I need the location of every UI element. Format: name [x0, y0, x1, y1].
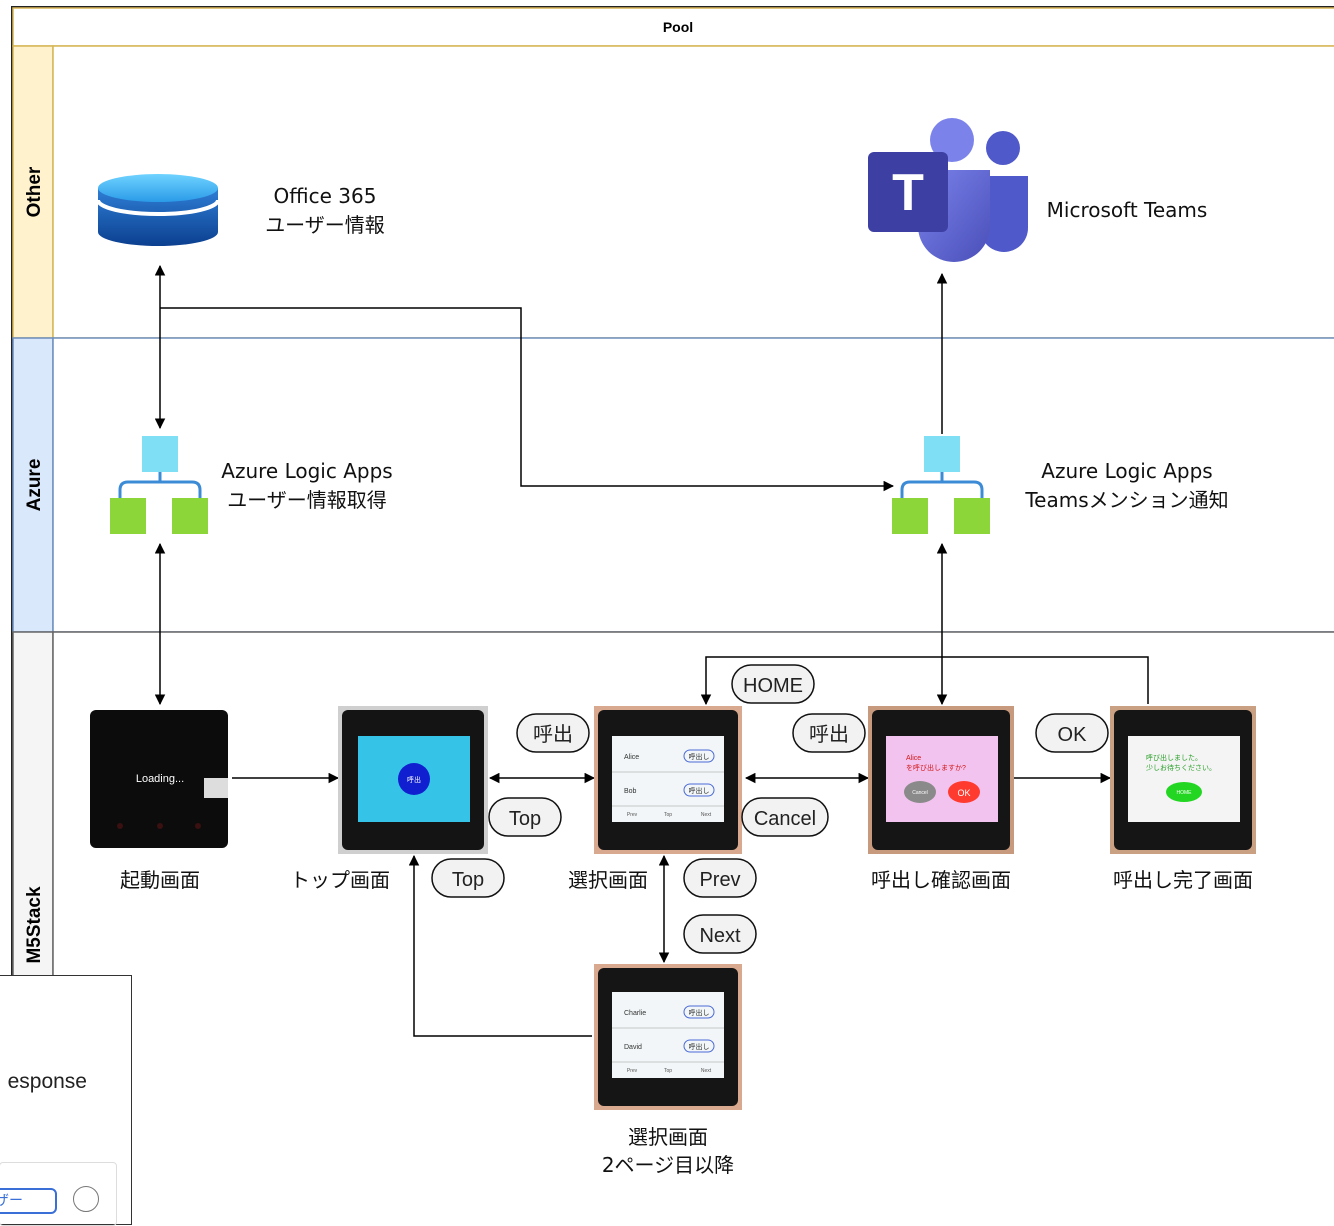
- pill-call-1-text: 呼出: [533, 723, 573, 746]
- done-screen-device: 呼び出しました。 少しお待ちください。 HOME: [1110, 706, 1256, 854]
- pill-top-1: Top: [488, 797, 562, 837]
- edge-done-home: [700, 656, 1149, 706]
- top-screen-device: 呼出: [338, 706, 488, 854]
- select-foot2: Top: [664, 812, 672, 818]
- office365-label-line1: Office 365: [274, 184, 377, 208]
- popup-action-button[interactable]: ザー: [0, 1188, 57, 1214]
- select2-foot3: Next: [701, 1068, 712, 1074]
- pill-ok-text: OK: [1058, 724, 1088, 746]
- edge-select2-top: [408, 854, 592, 1037]
- top-label: トップ画面: [290, 868, 390, 892]
- pill-cancel: Cancel: [741, 797, 829, 837]
- teams-label: Microsoft Teams: [1047, 198, 1208, 222]
- select2-row2: David: [624, 1044, 642, 1051]
- confirm-screen-device: Alice を呼び出しますか? Cancel OK: [868, 706, 1014, 854]
- pill-home: HOME: [731, 664, 815, 704]
- select-foot3: Next: [701, 812, 712, 818]
- logic-apps-get-icon: [110, 436, 208, 534]
- select-screen-device: Alice Bob 呼出し 呼出し Prev Top Next: [594, 706, 742, 854]
- info-icon[interactable]: [73, 1186, 99, 1212]
- popup-text: esponse: [7, 1070, 87, 1093]
- pill-home-text: HOME: [743, 675, 803, 697]
- pill-prev: Prev: [683, 858, 757, 898]
- select-row1-button: 呼出し: [689, 752, 710, 761]
- done-screen-line1: 呼び出しました。: [1146, 753, 1202, 762]
- select2-row1-button: 呼出し: [689, 1008, 710, 1017]
- select2-label-line2: 2ページ目以降: [602, 1153, 734, 1177]
- logic-notify-label-line2: Teamsメンション通知: [1024, 488, 1228, 512]
- lane-azure: Azure: [12, 337, 1334, 633]
- confirm-label: 呼出し確認画面: [871, 868, 1011, 892]
- select2-row1: Charlie: [624, 1010, 646, 1017]
- logic-get-label-line1: Azure Logic Apps: [221, 459, 392, 483]
- boot-label: 起動画面: [120, 868, 200, 892]
- lane-azure-label: Azure: [24, 459, 45, 512]
- lane-m5stack-label: M5Stack: [24, 886, 45, 964]
- pill-ok: OK: [1035, 713, 1109, 753]
- confirm-ok: OK: [957, 788, 970, 798]
- lane-other: Other: [12, 45, 1334, 339]
- teams-logo-letter: T: [892, 164, 924, 222]
- office365-database-icon: [96, 174, 220, 246]
- pill-next: Next: [683, 914, 757, 954]
- pill-call-1: 呼出: [516, 713, 590, 753]
- logic-get-label-line2: ユーザー情報取得: [227, 488, 387, 512]
- select-row1: Alice: [624, 754, 639, 761]
- lane-other-label: Other: [24, 166, 45, 217]
- boot-screen-text: Loading...: [136, 773, 184, 785]
- pool-title: Pool: [663, 19, 693, 35]
- logic-notify-label-line1: Azure Logic Apps: [1041, 459, 1212, 483]
- select2-foot1: Prev: [627, 1068, 638, 1074]
- pill-top-1-text: Top: [509, 808, 541, 830]
- overlay-popup: esponse ザー: [0, 975, 132, 1226]
- select-row2-button: 呼出し: [689, 786, 710, 795]
- microsoft-teams-logo: T: [868, 118, 1028, 262]
- select2-screen-device: Charlie David 呼出し 呼出し Prev Top Next: [594, 964, 742, 1110]
- edge-office-logicnotify: [160, 307, 895, 492]
- pill-next-text: Next: [699, 925, 741, 947]
- select-foot1: Prev: [627, 812, 638, 818]
- pill-cancel-text: Cancel: [754, 808, 816, 830]
- select-row2: Bob: [624, 788, 637, 795]
- pill-call-2-text: 呼出: [809, 723, 849, 746]
- office365-label-line2: ユーザー情報: [265, 213, 385, 237]
- confirm-screen-line2: を呼び出しますか?: [906, 763, 966, 772]
- confirm-screen-line1: Alice: [906, 755, 921, 762]
- logic-apps-notify-icon: [892, 436, 990, 534]
- boot-screen-device: Loading...: [88, 708, 230, 850]
- select2-foot2: Top: [664, 1068, 672, 1074]
- done-home: HOME: [1177, 790, 1193, 796]
- select2-row2-button: 呼出し: [689, 1042, 710, 1051]
- pill-top-2: Top: [431, 858, 505, 898]
- pill-call-2: 呼出: [792, 713, 866, 753]
- connectors: [154, 264, 1149, 1037]
- confirm-cancel: Cancel: [912, 790, 928, 796]
- done-label: 呼出し完了画面: [1113, 868, 1253, 892]
- select2-label-line1: 選択画面: [628, 1125, 708, 1149]
- top-screen-call-button: 呼出: [407, 775, 421, 784]
- pill-prev-text: Prev: [699, 869, 740, 891]
- done-screen-line2: 少しお待ちください。: [1146, 763, 1216, 772]
- pill-top-2-text: Top: [452, 869, 484, 891]
- select-label: 選択画面: [568, 868, 648, 892]
